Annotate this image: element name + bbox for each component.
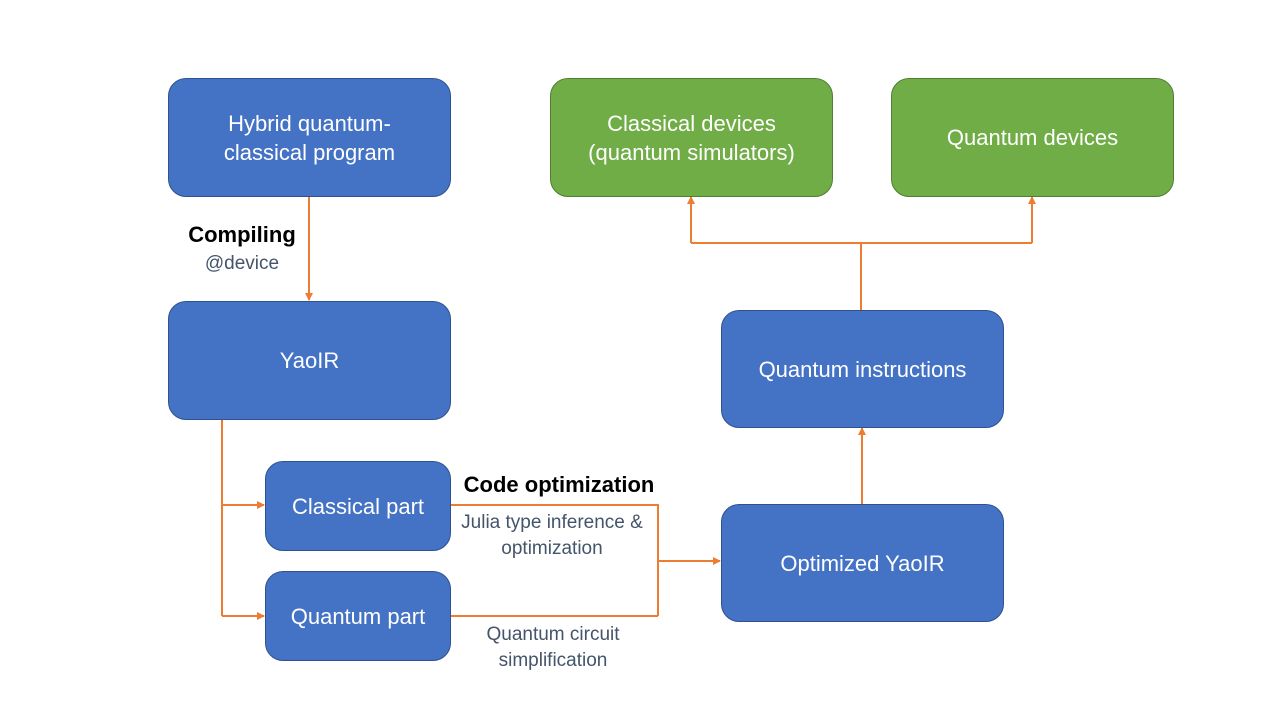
label-julia-inference: Julia type inference & optimization: [461, 512, 643, 559]
node-optimized-yaoir: Optimized YaoIR: [721, 504, 1004, 622]
node-quantum-devices-label: Quantum devices: [946, 125, 1119, 150]
node-quantum-part: Quantum part: [265, 571, 451, 661]
node-yaoir: YaoIR: [168, 301, 451, 420]
node-classical-part-label: Classical part: [291, 493, 425, 519]
connector-classical-to-merge: [451, 504, 659, 616]
node-quantum-devices: Quantum devices: [891, 78, 1174, 197]
node-classical-devices: Classical devices (quantum simulators): [550, 78, 833, 197]
label-compiling-sub: @device: [204, 253, 280, 274]
node-quantum-instructions: Quantum instructions: [721, 310, 1004, 428]
label-circuit-simplification: Quantum circuit simplification: [486, 624, 620, 671]
node-quantum-part-label: Quantum part: [290, 603, 426, 629]
node-hybrid-program-label: Hybrid quantum-classical program: [223, 110, 396, 165]
node-optimized-yaoir-label: Optimized YaoIR: [780, 550, 945, 576]
node-quantum-instructions-label: Quantum instructions: [758, 356, 967, 382]
node-classical-part: Classical part: [265, 461, 451, 551]
label-compiling: Compiling: [188, 222, 296, 247]
label-code-optimization: Code optimization: [463, 472, 655, 497]
node-hybrid-program: Hybrid quantum-classical program: [168, 78, 451, 197]
node-classical-devices-label: Classical devices (quantum simulators): [588, 110, 795, 165]
node-yaoir-label: YaoIR: [279, 348, 340, 373]
